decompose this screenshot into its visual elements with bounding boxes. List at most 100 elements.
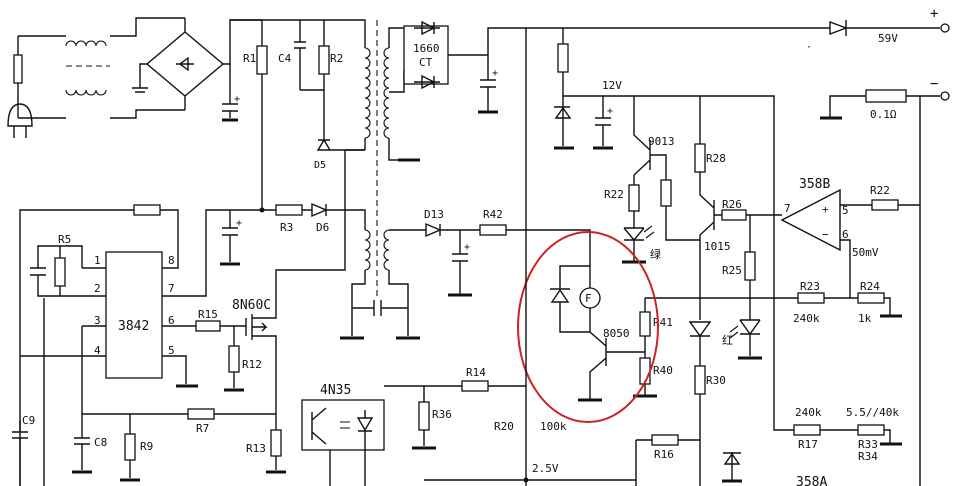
label-ct-top: 1660 <box>413 42 440 55</box>
label-r20: R20 <box>494 420 514 433</box>
label-u358b: 358B <box>799 177 830 192</box>
label-out-pos: + <box>930 6 938 22</box>
label-pin7: 7 <box>168 282 175 295</box>
aux-12v-rail: 12V + <box>554 28 775 220</box>
label-r33: R33 <box>858 438 878 451</box>
label-out-neg: − <box>930 76 938 92</box>
label-op-pin5: 5 <box>842 204 849 217</box>
label-r2: R2 <box>330 52 343 65</box>
label-r22b: R22 <box>870 184 890 197</box>
label-v25: 2.5V <box>532 462 559 475</box>
opamp-358b: + − 358B 7 5 6 R22 50mV <box>780 177 920 298</box>
svg-text:+: + <box>607 106 613 117</box>
snubber-c4-r2: C4 R2 D5 <box>278 20 365 171</box>
label-v12: 12V <box>602 79 622 92</box>
svg-text:+: + <box>234 94 240 105</box>
label-r36: R36 <box>432 408 452 421</box>
label-pin8: 8 <box>168 254 175 267</box>
diode-r30: R30 <box>688 296 726 486</box>
resistor-r1: R1 <box>243 20 268 210</box>
divider-r17-r33: 240k 5.5//40k R17 R33 R34 358A <box>773 220 902 486</box>
label-d6: D6 <box>316 221 329 234</box>
label-ct-bottom: CT <box>419 56 433 69</box>
label-u358a: 358A <box>796 475 827 486</box>
label-r16: R16 <box>654 448 674 461</box>
label-d13: D13 <box>424 208 444 221</box>
svg-text:+: + <box>492 68 498 79</box>
mosfet-8n60c: 8N60C R12 R13 <box>224 149 365 474</box>
label-u4n35: 4N35 <box>320 383 351 398</box>
label-v59: 59V <box>878 32 898 45</box>
label-r41: R41 <box>653 316 673 329</box>
label-d5: D5 <box>314 160 326 171</box>
label-c8: C8 <box>94 436 107 449</box>
label-pin1: 1 <box>94 254 101 267</box>
label-r13: R13 <box>246 442 266 455</box>
label-r28: R28 <box>706 152 726 165</box>
svg-text:+: + <box>464 242 470 253</box>
label-red: 红 <box>722 334 733 347</box>
label-q1015: 1015 <box>704 240 731 253</box>
label-ic3842: 3842 <box>118 319 149 334</box>
label-k240a: 240k <box>793 312 820 325</box>
fan-control: F 8050 R41 R40 <box>517 231 673 423</box>
red-led-branch: R25 红 <box>722 215 762 360</box>
label-pin3: 3 <box>94 314 101 327</box>
highlight-circle <box>517 231 659 423</box>
label-pin4: 4 <box>94 344 101 357</box>
dual-diode-1660ct: 1660 CT <box>403 20 830 90</box>
label-r30: R30 <box>706 374 726 387</box>
label-q9013: 9013 <box>648 135 675 148</box>
label-r17: R17 <box>798 438 818 451</box>
bulk-capacitor: + <box>222 94 240 122</box>
label-q8050: 8050 <box>603 327 630 340</box>
label-c4: C4 <box>278 52 292 65</box>
svg-text:·: · <box>806 42 812 53</box>
label-r9: R9 <box>140 440 153 453</box>
label-r23: R23 <box>800 280 820 293</box>
label-r15: R15 <box>198 308 218 321</box>
label-r01: 0.1Ω <box>870 108 897 121</box>
label-r12: R12 <box>242 358 262 371</box>
label-r3: R3 <box>280 221 293 234</box>
svg-text:+: + <box>822 203 829 216</box>
label-k240b: 240k <box>795 406 822 419</box>
label-op-pin7: 7 <box>784 202 791 215</box>
svg-text:−: − <box>822 228 829 241</box>
label-fan: F <box>585 292 592 305</box>
label-k100: 100k <box>540 420 567 433</box>
label-c9: C9 <box>22 414 35 427</box>
label-green: 绿 <box>650 247 661 261</box>
label-pin2: 2 <box>94 282 101 295</box>
r3-d6: R3 D6 + <box>220 202 345 266</box>
label-r26: R26 <box>722 198 742 211</box>
label-r25: R25 <box>722 264 742 277</box>
negative-output-shunt: − 0.1Ω <box>820 76 950 486</box>
positive-output: + 59V · <box>806 6 950 53</box>
label-q8n60c: 8N60C <box>232 298 271 313</box>
ic-3842: 3842 1 2 3 4 8 7 6 5 R15 <box>19 204 276 486</box>
label-v50mv: 50mV <box>852 246 879 259</box>
transistor-1015: R28 1015 R26 <box>694 96 782 296</box>
label-r14: R14 <box>466 366 486 379</box>
label-pin6: 6 <box>168 314 175 327</box>
label-r7: R7 <box>196 422 209 435</box>
led-green: 绿 <box>622 225 661 264</box>
label-r34: R34 <box>858 450 878 463</box>
transistor-9013: 9013 R22 <box>604 96 700 241</box>
label-op-pin6: 6 <box>842 228 849 241</box>
label-pin5: 5 <box>168 344 175 357</box>
label-k5540: 5.5//40k <box>846 406 899 419</box>
label-r22a: R22 <box>604 188 624 201</box>
ac-input <box>7 17 185 138</box>
optocoupler-4n35: 4N35 R36 R14 <box>301 366 526 486</box>
aux-winding: D13 R42 + <box>340 208 591 340</box>
label-r42: R42 <box>483 208 503 221</box>
label-r24: R24 <box>860 280 880 293</box>
r5-network: R5 R7 C8 R9 C9 <box>12 233 276 486</box>
output-capacitor: + <box>478 55 498 114</box>
label-r5: R5 <box>58 233 71 246</box>
svg-text:+: + <box>236 218 242 229</box>
label-r40: R40 <box>653 364 673 377</box>
